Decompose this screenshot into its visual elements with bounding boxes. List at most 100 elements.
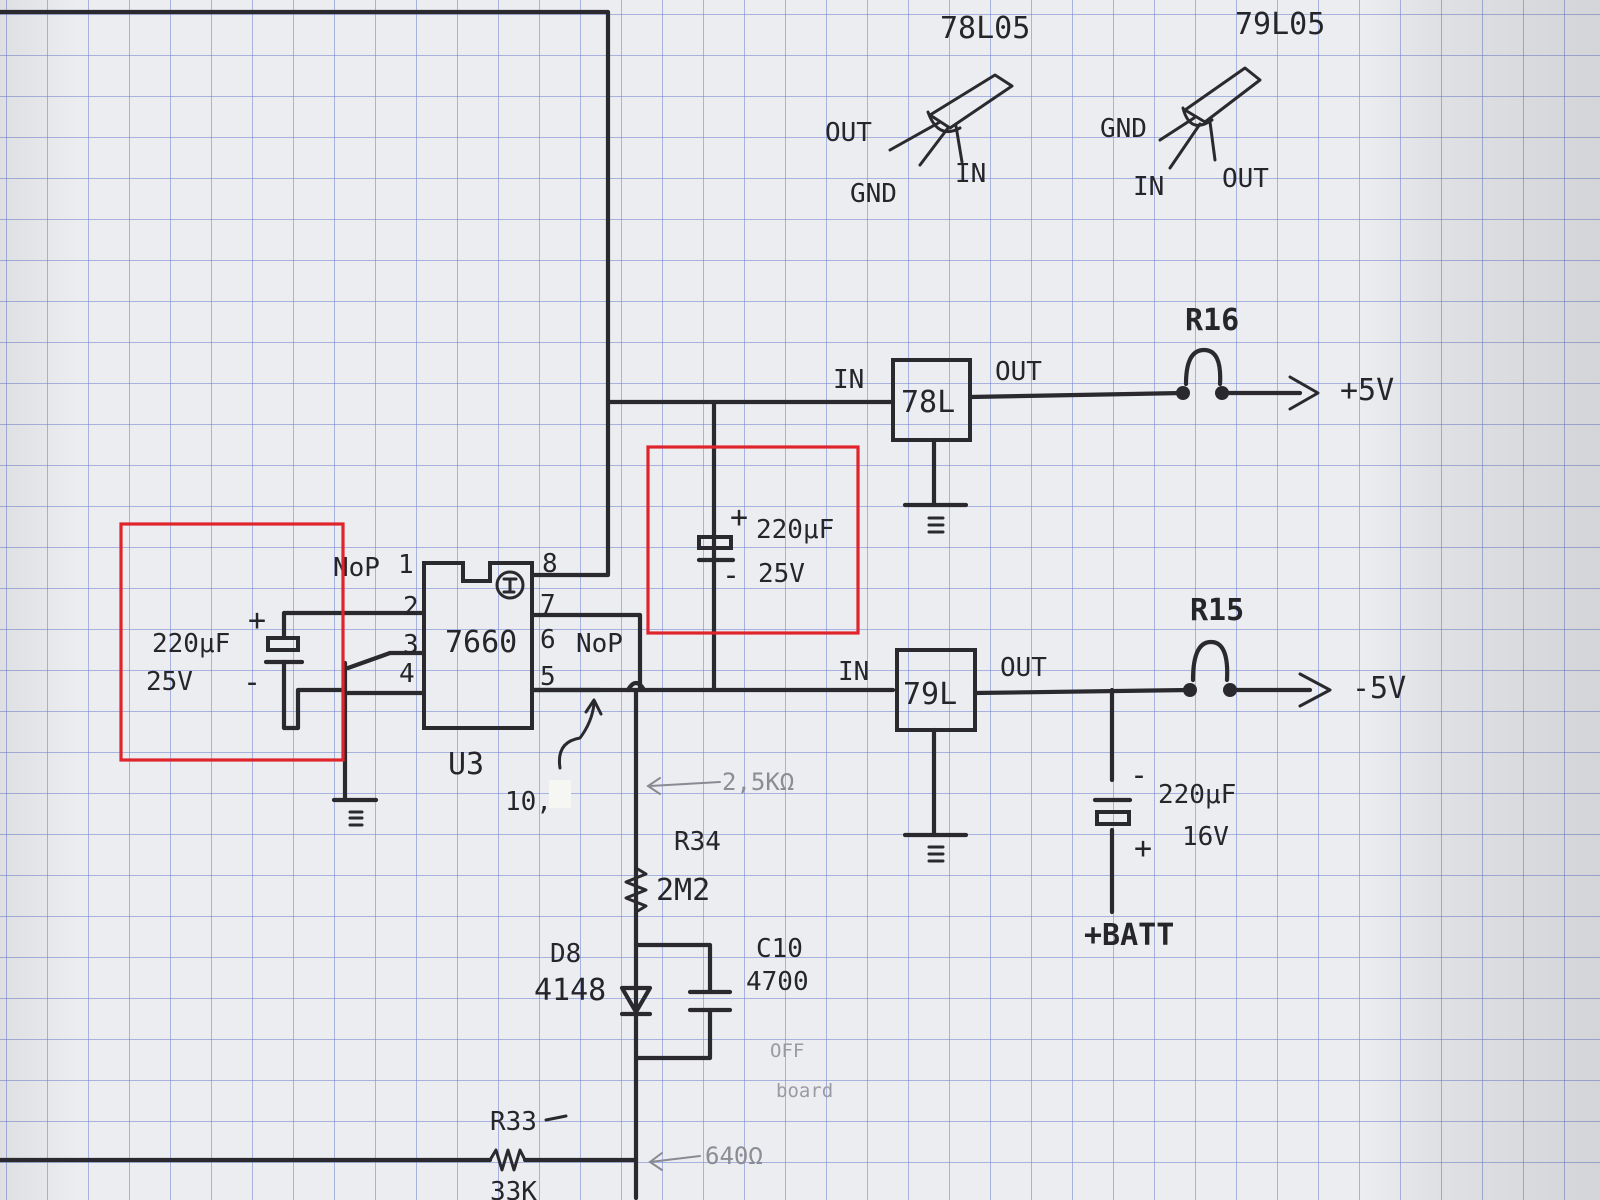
mid-cap-plus: +: [730, 500, 748, 535]
pinout-79l05-in: IN: [1133, 172, 1164, 202]
pin-7-label: 7: [540, 590, 556, 620]
mid-cap-voltage: 25V: [758, 559, 805, 589]
r16-left-pad: [1176, 386, 1190, 400]
c10-bottom-lead: [633, 1007, 713, 1061]
r16-right-pad: [1215, 386, 1229, 400]
pin-6-label: 6: [540, 625, 556, 655]
cap10-pointer: [557, 702, 596, 770]
pinout-78l05: 78L05 OUT GND IN: [825, 11, 1030, 209]
reg-78l-body: [891, 358, 972, 442]
u3-part-name: 7660: [445, 625, 517, 660]
right-cap-plus: +: [1134, 831, 1152, 866]
reg-79l-out-label: OUT: [1000, 653, 1047, 683]
mid-cap-value: 220μF: [756, 515, 834, 545]
u3-ref: U3: [448, 747, 484, 782]
right-cap-voltage: 16V: [1182, 822, 1229, 852]
paper-fold-shadow-left: [0, 0, 80, 1200]
left-cap-top-lead: [281, 610, 348, 639]
highlight-left-capacitor: [119, 522, 345, 762]
regulator-79l: 79L IN OUT: [838, 648, 1047, 863]
paper-fold-shadow-right: [1360, 0, 1600, 1200]
reg-78l-in-label: IN: [833, 365, 864, 395]
left-cap-value: 220μF: [152, 629, 230, 659]
r34-note-arrow-icon: [646, 777, 661, 795]
r34-branch: 2,5KΩ R34 2M2 D8 4148 C10 4700 OFF board: [534, 768, 833, 1102]
pin-2-label: 2: [403, 592, 419, 622]
cap10-arrow-icon: [584, 698, 603, 716]
right-cap-plate-positive: [1095, 810, 1131, 826]
middle-capacitor: + - 220μF 25V: [696, 500, 834, 593]
left-cap-minus: -: [243, 665, 261, 700]
r15-left-pad: [1183, 683, 1197, 697]
highlight-middle-capacitor: [646, 445, 860, 635]
r34-note-pointer: [649, 781, 721, 787]
u3-nop-left: NoP: [333, 553, 380, 583]
r16-link-icon: [1183, 347, 1223, 387]
ic-pin1-marker-icon: [495, 570, 525, 600]
left-capacitor: + - 220μF 25V: [146, 603, 393, 803]
r33-note-arrow-icon: [648, 1152, 663, 1171]
left-pin3-jog: [342, 650, 393, 693]
wire-79l-out: [972, 687, 1193, 696]
pin5-junction: 10,: [505, 680, 647, 817]
ground-symbol-left: [331, 797, 379, 827]
r34-value: 2M2: [656, 873, 710, 908]
d8-value: 4148: [534, 973, 606, 1008]
ic-u3-body: [422, 561, 534, 730]
paper-correction-mark: [549, 780, 571, 808]
minus5v-arrow-icon: [1298, 672, 1332, 708]
d8-ref: D8: [550, 939, 581, 969]
pinout-79l05-out: OUT: [1222, 164, 1269, 194]
r15-label: R15: [1190, 593, 1244, 628]
batt-label: +BATT: [1084, 918, 1174, 953]
left-cap-voltage: 25V: [146, 667, 193, 697]
pinout-78l05-in: IN: [955, 159, 986, 189]
reg-79l-name: 79L: [903, 677, 957, 712]
ic-marker-glyph-icon: [502, 577, 518, 594]
pin-5-label: 5: [540, 662, 556, 692]
top-wire-to-pin8: [0, 9, 611, 578]
wire-78l-out: [967, 390, 1186, 400]
r34-label: R34: [674, 827, 721, 857]
pin-4-label: 4: [399, 659, 415, 689]
c10-value: 4700: [746, 967, 809, 997]
mid-cap-plate-positive: [697, 535, 733, 550]
ic-pin6-pin7-wires: [529, 612, 643, 693]
reg-79l-in-label: IN: [838, 657, 869, 687]
reg-78l-out-label: OUT: [995, 357, 1042, 387]
fuse-r16: R16 +5V: [1176, 303, 1394, 408]
fuse-r15: R15 -5V: [1183, 593, 1406, 706]
main-wires: [0, 9, 1332, 1200]
right-cap-minus: -: [1130, 758, 1148, 793]
reg-78l-name: 78L: [901, 385, 955, 420]
r15-link-icon: [1190, 639, 1230, 683]
off-board-line1: OFF: [770, 1040, 804, 1062]
r34-resistor-icon: [624, 866, 648, 914]
r33-note: 640Ω: [705, 1142, 763, 1170]
ground-mark-icon-79l: [927, 845, 945, 863]
left-cap-plus: +: [248, 603, 266, 638]
u3-nop-right: NoP: [576, 629, 623, 659]
r34-note: 2,5KΩ: [722, 768, 794, 796]
pin-8-label: 8: [542, 549, 558, 579]
left-cap-plate-positive: [266, 636, 300, 652]
pinout-79l05-gnd: GND: [1100, 114, 1147, 144]
mid-cap-minus: -: [722, 558, 740, 593]
off-board-line2: board: [776, 1080, 833, 1102]
plus5v-arrow-icon: [1288, 375, 1320, 411]
pin-3-label: 3: [403, 630, 419, 660]
r33-value: 33K: [490, 1177, 537, 1200]
pinout-79l05-legs-icon: [1158, 116, 1217, 170]
r33-branch: R33 33K 640Ω: [488, 1107, 763, 1200]
d8-diode-icon: [619, 985, 653, 1015]
r33-note-pointer: [649, 1155, 701, 1163]
ic-u3-7660: 7660 U3 1 2 3 4 5 6 7 8 NoP NoP: [333, 549, 643, 782]
wire-crossover-icon: [625, 680, 647, 693]
pinout-79l05: 79L05 GND IN OUT: [1100, 7, 1325, 202]
right-capacitor: - + 220μF 16V +BATT: [1084, 758, 1236, 953]
cap10-label: 10,: [505, 787, 552, 817]
r16-label: R16: [1185, 303, 1239, 338]
r33-label: R33: [490, 1107, 537, 1137]
rail-plus5v-label: +5V: [1340, 373, 1394, 408]
